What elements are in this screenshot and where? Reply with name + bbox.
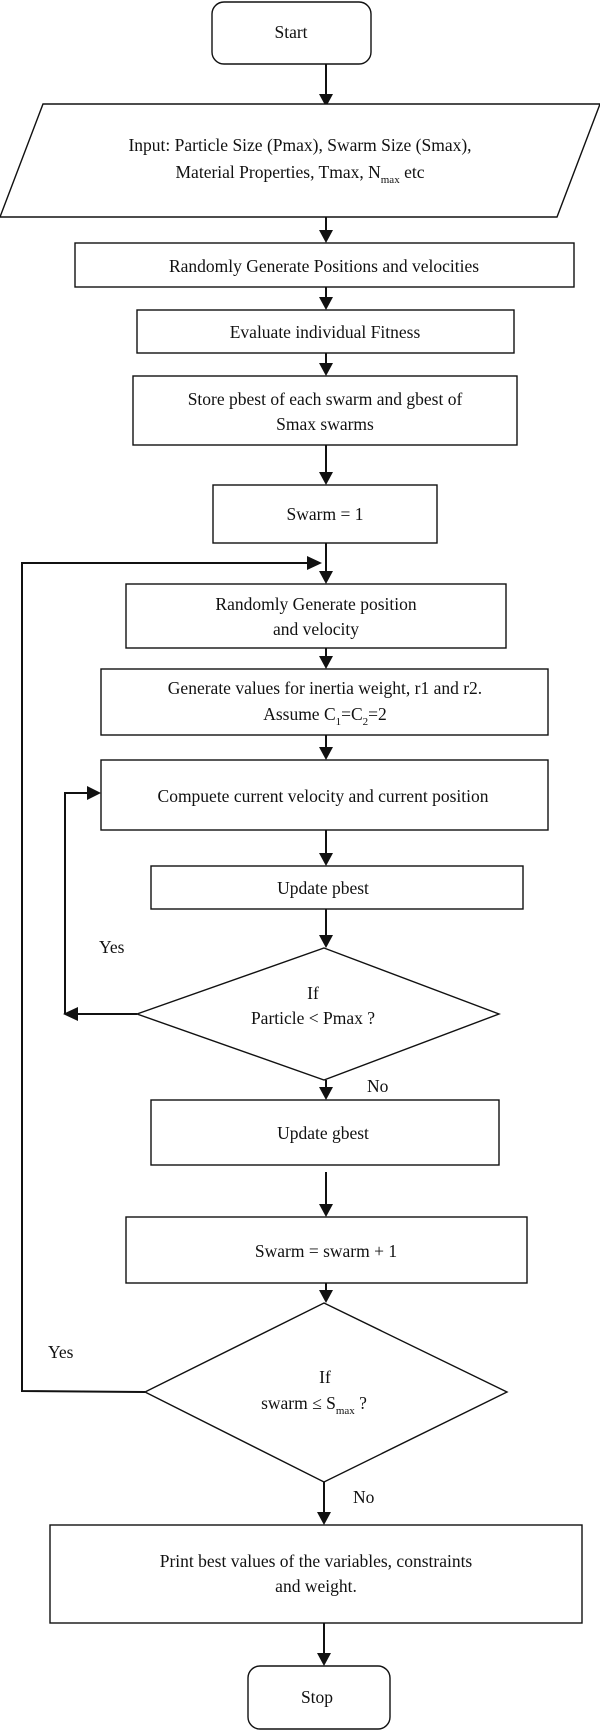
update-pbest-box: Update pbest [150, 865, 524, 910]
print-results-box: Print best values of the variables, cons… [49, 1524, 583, 1624]
input-parallelogram: Input: Particle Size (Pmax), Swarm Size … [0, 103, 600, 218]
arrowhead [319, 230, 333, 243]
randomly-generate-all-label: Randomly Generate Positions and velociti… [169, 256, 479, 276]
swarm-increment-label: Swarm = swarm + 1 [255, 1241, 397, 1261]
update-gbest-label: Update gbest [277, 1123, 369, 1143]
arrowhead [319, 1204, 333, 1217]
decision-swarm-line-2: swarm ≤ Smax ? [261, 1393, 367, 1417]
arrowhead [319, 472, 333, 485]
arrowhead [319, 747, 333, 760]
decision-swarm-diamond: If swarm ≤ Smax ? [143, 1302, 509, 1483]
arrowhead [319, 363, 333, 376]
arrowhead [317, 1653, 331, 1666]
arrowhead [319, 935, 333, 948]
arrowhead [319, 571, 333, 584]
stop-terminal: Stop [247, 1665, 391, 1730]
arrowhead [87, 786, 101, 800]
randomly-generate-one-line-1: Randomly Generate position [215, 594, 416, 614]
yes-outer-loop-connector [21, 562, 307, 1393]
input-line-1: Input: Particle Size (Pmax), Swarm Size … [128, 135, 471, 155]
input-line-2: Material Properties, Tmax, Nmax etc [176, 162, 425, 186]
stop-label: Stop [301, 1687, 333, 1707]
print-results-line-1: Print best values of the variables, cons… [160, 1551, 473, 1571]
store-best-line-1: Store pbest of each swarm and gbest of [188, 389, 463, 409]
arrowhead [63, 1007, 78, 1021]
randomly-generate-one-box: Randomly Generate position and velocity [125, 583, 507, 649]
decision-swarm-line-1: If [319, 1367, 331, 1387]
decision-particle-line-2: Particle < Pmax ? [251, 1008, 375, 1028]
store-best-line-2: Smax swarms [276, 414, 374, 434]
yes-loop-connector [64, 792, 87, 1014]
compute-velocity-label: Compuete current velocity and current po… [158, 786, 489, 806]
generate-values-line-1: Generate values for inertia weight, r1 a… [168, 678, 482, 698]
decision-particle-line-1: If [307, 983, 319, 1003]
arrowhead [319, 297, 333, 310]
decision-swarm-no-label: No [353, 1487, 375, 1507]
generate-values-box: Generate values for inertia weight, r1 a… [100, 668, 549, 736]
update-pbest-label: Update pbest [277, 878, 369, 898]
start-terminal: Start [211, 1, 372, 65]
arrowhead [319, 1087, 333, 1100]
decision-particle-yes-label: Yes [99, 937, 125, 957]
store-best-box: Store pbest of each swarm and gbest of S… [132, 375, 518, 446]
decision-swarm-yes-label: Yes [48, 1342, 74, 1362]
print-results-line-2: and weight. [275, 1576, 357, 1596]
generate-values-line-2: Assume C1=C2=2 [263, 704, 387, 728]
arrowhead [319, 94, 333, 107]
evaluate-fitness-label: Evaluate individual Fitness [230, 322, 421, 342]
arrowhead [319, 1290, 333, 1303]
arrowhead [319, 656, 333, 669]
swarm-increment-box: Swarm = swarm + 1 [125, 1216, 528, 1284]
swarm-init-label: Swarm = 1 [287, 504, 364, 524]
arrowhead [319, 853, 333, 866]
evaluate-fitness-box: Evaluate individual Fitness [136, 309, 515, 354]
randomly-generate-all-box: Randomly Generate Positions and velociti… [74, 242, 575, 288]
start-label: Start [274, 22, 307, 42]
compute-velocity-box: Compuete current velocity and current po… [100, 759, 549, 831]
decision-particle-no-label: No [367, 1076, 389, 1096]
randomly-generate-one-line-2: and velocity [273, 619, 359, 639]
update-gbest-box: Update gbest [150, 1099, 500, 1166]
swarm-init-box: Swarm = 1 [212, 484, 438, 544]
arrowhead [317, 1512, 331, 1525]
decision-particle-diamond: If Particle < Pmax ? [134, 947, 501, 1081]
arrowhead [307, 556, 322, 570]
